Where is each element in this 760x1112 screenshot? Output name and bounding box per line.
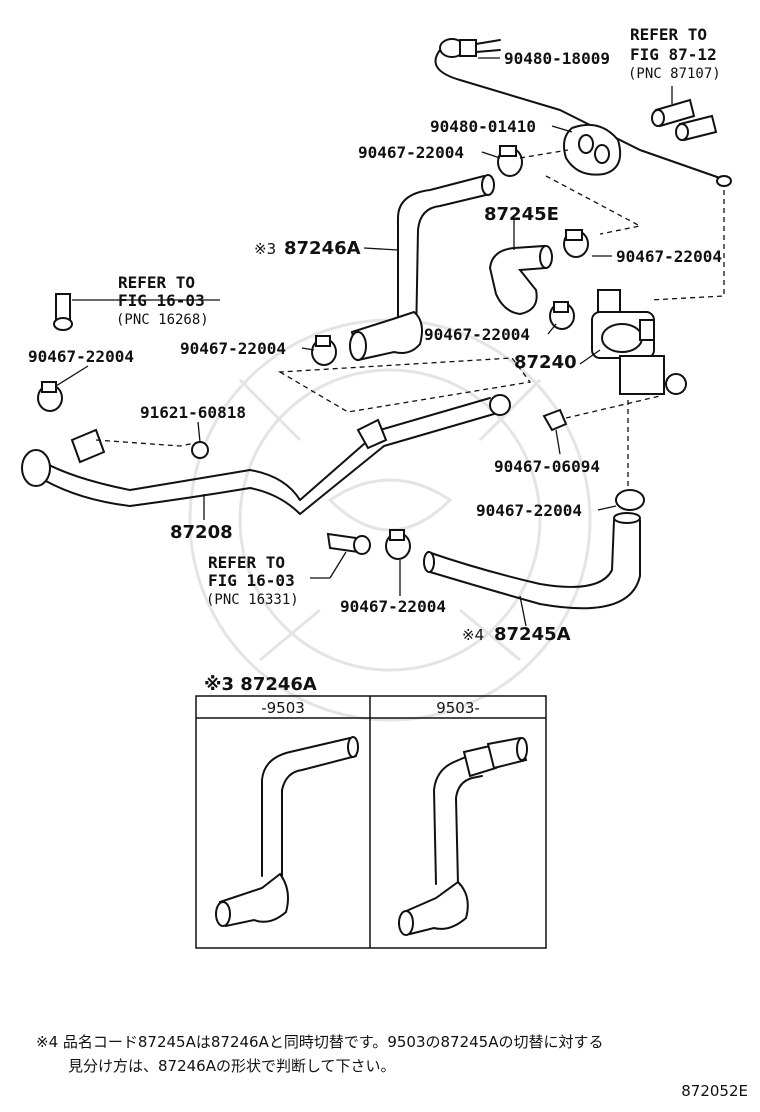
callout-90480-01410: 90480-01410 bbox=[430, 117, 536, 136]
hose-clamp-left-mid bbox=[311, 335, 337, 366]
callout-87240: 87240 bbox=[514, 352, 577, 373]
pipe-stubs-fig-87-12 bbox=[651, 98, 718, 142]
reference-fig: FIG 16-03 bbox=[208, 571, 295, 590]
callout-90467-22004-top: 90467-22004 bbox=[358, 143, 464, 162]
reference-title: REFER TO bbox=[118, 273, 195, 292]
dashed-connection-3 bbox=[649, 190, 725, 301]
reference-fig-16-03-upper: REFER TO FIG 16-03 (PNC 16268) bbox=[116, 273, 209, 328]
water-hose-87245a bbox=[423, 512, 641, 610]
callout-90467-22004-lower-right: 90467-22004 bbox=[476, 501, 582, 520]
variant-col-right: 9503- bbox=[436, 699, 480, 717]
callout-90467-22004-lower-mid: 90467-22004 bbox=[340, 597, 446, 616]
reference-pnc: (PNC 87107) bbox=[628, 66, 721, 82]
callout-87245a: 87245A bbox=[494, 624, 571, 645]
water-valve-87240 bbox=[591, 289, 687, 395]
clip-90467-06094 bbox=[542, 408, 568, 432]
pipe-fig-16-03-lower bbox=[326, 532, 371, 555]
pipe-fig-16-03-upper bbox=[53, 293, 73, 331]
footnote-line-2: 見分け方は、87246Aの形状で判断して下さい。 bbox=[68, 1057, 396, 1075]
reference-fig: FIG 87-12 bbox=[630, 45, 717, 64]
dashed-connection-2 bbox=[545, 175, 642, 235]
heater-control-cable bbox=[434, 38, 732, 187]
reference-pnc: (PNC 16331) bbox=[206, 592, 299, 608]
reference-title: REFER TO bbox=[208, 553, 285, 572]
reference-fig-16-03-lower: REFER TO FIG 16-03 (PNC 16331) bbox=[206, 553, 299, 608]
callout-91621-60818: 91621-60818 bbox=[140, 403, 246, 422]
dashed-connection-5 bbox=[95, 439, 201, 447]
variant-box-title: ※3 87246A bbox=[204, 674, 317, 695]
callout-90467-06094: 90467-06094 bbox=[494, 457, 600, 476]
dashed-connection-6 bbox=[565, 395, 661, 419]
bolt-91621-60818 bbox=[191, 441, 209, 459]
reference-pnc: (PNC 16268) bbox=[116, 312, 209, 328]
watermark-emblem bbox=[188, 318, 592, 722]
callout-87245e: 87245E bbox=[484, 204, 559, 225]
variant-col-left: -9503 bbox=[261, 699, 305, 717]
hose-shape-post-9503 bbox=[398, 736, 528, 936]
hose-clamp-left bbox=[37, 381, 63, 412]
grommet-90480-01410 bbox=[563, 124, 622, 176]
leader-lines bbox=[55, 57, 673, 627]
callout-90480-18009: 90480-18009 bbox=[504, 49, 610, 68]
hose-shape-pre-9503 bbox=[215, 736, 359, 928]
callout-90467-22004-right-mid: 90467-22004 bbox=[424, 325, 530, 344]
callout-90467-22004-left-mid: 90467-22004 bbox=[180, 339, 286, 358]
callout-87208: 87208 bbox=[170, 522, 233, 543]
callout-87246a: 87246A bbox=[284, 238, 361, 259]
dashed-connection-1 bbox=[519, 149, 569, 159]
reference-fig-87-12: REFER TO FIG 87-12 (PNC 87107) bbox=[628, 25, 721, 82]
reference-fig: FIG 16-03 bbox=[118, 291, 205, 310]
variant-comparison-box: ※3 87246A -9503 9503- bbox=[195, 674, 547, 949]
dashed-connection-4 bbox=[277, 357, 532, 413]
diagram-code: 872052E bbox=[681, 1082, 748, 1100]
reference-title: REFER TO bbox=[630, 25, 707, 44]
hose-clamp-right-upper bbox=[563, 229, 589, 258]
hose-clamp-lower-right bbox=[615, 489, 645, 511]
callout-mark-4: ※4 bbox=[462, 626, 484, 644]
water-pipe-87208 bbox=[21, 394, 511, 515]
callout-mark-3: ※3 bbox=[254, 240, 276, 258]
hose-clamp-lower-middle bbox=[385, 529, 411, 560]
water-hose-87245e bbox=[488, 244, 553, 316]
callout-90467-22004-right: 90467-22004 bbox=[616, 247, 722, 266]
footnote-line-1: ※4 品名コード87245Aは87246Aと同時切替です。9503の87245A… bbox=[36, 1033, 604, 1051]
hose-clamp-right-mid bbox=[549, 301, 575, 330]
water-hose-87246a bbox=[349, 174, 495, 362]
callout-90467-22004-left: 90467-22004 bbox=[28, 347, 134, 366]
hose-clamp-top bbox=[497, 145, 523, 177]
